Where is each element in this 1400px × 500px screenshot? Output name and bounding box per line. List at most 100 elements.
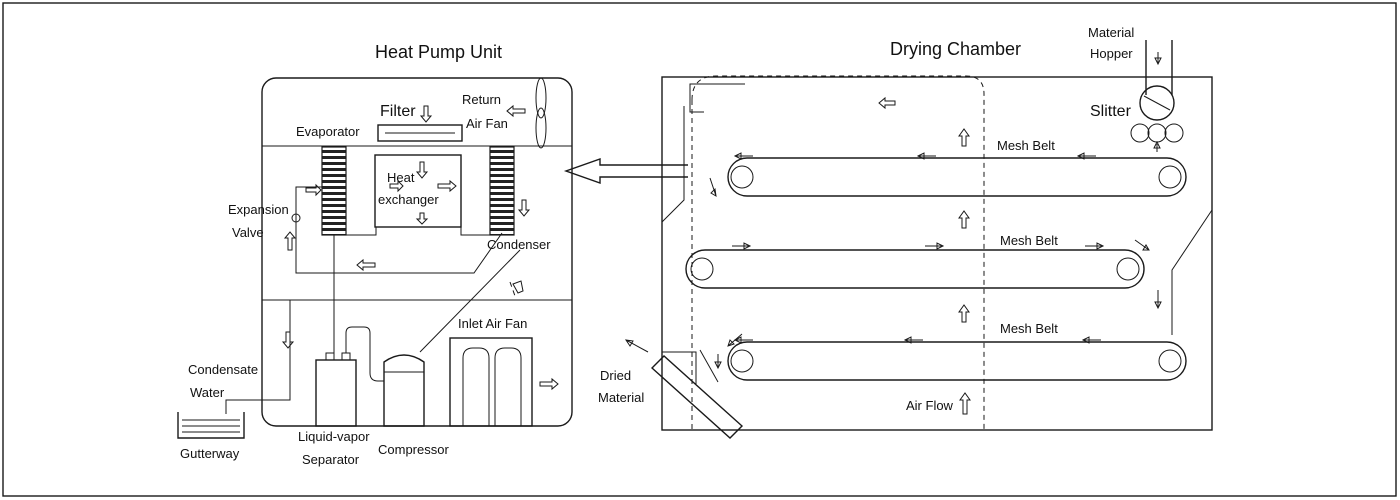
condensate-drain-pipe xyxy=(225,300,291,414)
belt-bot-roller-left xyxy=(730,349,754,373)
transfer-arrow-right xyxy=(1134,239,1150,251)
condenser-to-compressor-pipe xyxy=(419,249,521,353)
mesh-belt-bottom-label: Mesh Belt xyxy=(1000,321,1058,336)
compressor-label: Compressor xyxy=(378,442,449,457)
condenser-label: Condenser xyxy=(487,237,551,252)
return-pipe-arrow-icon xyxy=(356,258,376,272)
inlet-fan-duct-1 xyxy=(462,347,490,426)
expansion-valve-label-2: Valve xyxy=(232,225,264,240)
belt-bot-roller-right xyxy=(1158,349,1182,373)
drying-chamber-enclosure xyxy=(661,76,1213,431)
condenser-coil xyxy=(489,146,515,236)
inlet-air-fan-label: Inlet Air Fan xyxy=(458,316,527,331)
slitter-roller-2 xyxy=(1147,123,1167,143)
gutterway-basin xyxy=(177,412,245,439)
evap-inlet-arrow-icon xyxy=(305,183,322,197)
dried-material-conveyor xyxy=(650,355,744,439)
belt-mid-arrow-2 xyxy=(925,242,945,250)
condenser-arrow-icon xyxy=(517,199,531,217)
dried-material-label-2: Material xyxy=(598,390,644,405)
hx-down-arrow-icon xyxy=(415,161,429,179)
belt-top-arrow-3 xyxy=(1076,152,1096,160)
belt-bot-arrow-2 xyxy=(903,336,923,344)
belt-top-arrow-1 xyxy=(733,152,753,160)
right-funnel-wall xyxy=(1171,209,1213,335)
belt-top-roller-right xyxy=(1158,165,1182,189)
heat-exchanger-label-1: Heat xyxy=(387,170,415,185)
airflow-left-arrow xyxy=(878,96,896,110)
return-fan-arrow-icon xyxy=(506,104,526,118)
transfer-arrow-left xyxy=(709,177,717,197)
transfer-arrow-bottom xyxy=(727,333,743,347)
mesh-belt-bottom xyxy=(727,341,1187,381)
filter-element xyxy=(377,124,463,142)
expansion-up-arrow-icon xyxy=(283,231,297,251)
left-funnel-wall xyxy=(661,106,685,223)
coil-connect-pipes xyxy=(346,227,490,236)
return-fan-blade-top xyxy=(535,77,547,119)
return-duct-arrow xyxy=(563,158,688,184)
hx-right-arrow-icon xyxy=(437,179,457,193)
outlet-chute xyxy=(699,349,719,383)
material-hopper-walls xyxy=(1145,40,1173,95)
material-hopper-label-2: Hopper xyxy=(1090,46,1133,61)
expansion-valve-label-1: Expansion xyxy=(228,202,289,217)
condensate-down-arrow-icon xyxy=(281,331,295,349)
hx-out-arrow-icon xyxy=(415,212,429,225)
condenser-down-flow xyxy=(509,281,516,297)
slitter-label: Slitter xyxy=(1090,103,1132,120)
slitter-roller-3 xyxy=(1164,123,1184,143)
hopper-feed-arrow-icon xyxy=(1154,52,1162,66)
slitter-drum xyxy=(1139,85,1175,121)
air-path-loop xyxy=(691,75,985,429)
belt-mid-roller-left xyxy=(690,257,714,281)
airflow-up-arrow-1 xyxy=(958,128,970,147)
liquid-vapor-separator xyxy=(315,359,357,427)
separator-label-1: Liquid-vapor xyxy=(298,429,370,444)
airflow-up-arrow-3 xyxy=(958,304,970,323)
dried-material-out-arrow-icon xyxy=(624,339,649,353)
hx-in-arrow-icon xyxy=(389,179,404,193)
filter-label: Filter xyxy=(380,103,416,120)
mesh-belt-top-label: Mesh Belt xyxy=(997,138,1055,153)
mesh-belt-middle xyxy=(685,249,1145,289)
condensate-water-label-1: Condensate xyxy=(188,362,258,377)
belt-bot-arrow-1 xyxy=(733,336,753,344)
filter-arrow-icon xyxy=(419,105,433,123)
compressor-body xyxy=(383,354,425,427)
mesh-belt-middle-label: Mesh Belt xyxy=(1000,233,1058,248)
gutterway-label: Gutterway xyxy=(180,446,240,461)
belt-mid-arrow-3 xyxy=(1085,242,1105,250)
inlet-air-fan-housing xyxy=(449,337,533,427)
separator-label-2: Separator xyxy=(302,452,360,467)
airflow-up-arrow-2 xyxy=(958,210,970,229)
separator-port-2 xyxy=(341,352,351,361)
inlet-fan-duct-2 xyxy=(494,347,522,426)
belt-mid-arrow-1 xyxy=(732,242,752,250)
outlet-hopper xyxy=(662,351,697,384)
top-air-duct xyxy=(689,83,745,113)
belt-bot-arrow-3 xyxy=(1081,336,1101,344)
material-hopper-label-1: Material xyxy=(1088,25,1134,40)
heat-exchanger-box xyxy=(374,154,462,228)
belt-top-roller-left xyxy=(730,165,754,189)
heat-pump-unit-title: Heat Pump Unit xyxy=(375,42,502,62)
air-flow-label: Air Flow xyxy=(906,398,954,413)
mesh-belt-top xyxy=(727,157,1187,197)
outlet-drop-arrow-icon xyxy=(714,354,722,370)
evaporator-label: Evaporator xyxy=(296,124,360,139)
dried-material-label-1: Dried xyxy=(600,368,631,383)
slitter-blade xyxy=(1143,95,1171,111)
separator-to-compressor-pipe xyxy=(345,326,384,382)
belt-top-arrow-2 xyxy=(916,152,936,160)
expansion-to-evaporator-pipe xyxy=(295,186,322,205)
drying-chamber-title: Drying Chamber xyxy=(890,39,1021,59)
inlet-fan-out-arrow-icon xyxy=(539,377,559,391)
expansion-valve-symbol xyxy=(291,213,301,223)
airflow-up-arrow-4 xyxy=(959,392,971,415)
transfer-arrow-down xyxy=(1154,290,1162,310)
slitter-roller-1 xyxy=(1130,123,1150,143)
slitter-out-arrow-icon xyxy=(1153,140,1161,152)
